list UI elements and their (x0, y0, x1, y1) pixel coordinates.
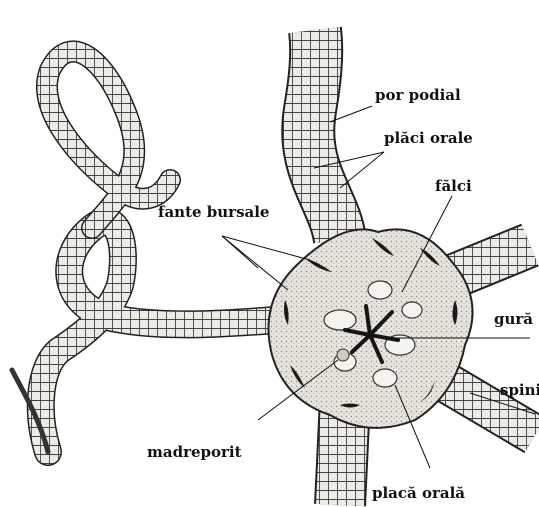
leader-fante-b (222, 236, 288, 290)
label-spini: spini (500, 383, 539, 398)
label-madreporit: madreporit (147, 445, 242, 460)
label-por-podial: por podial (375, 88, 461, 103)
madreporite (337, 349, 349, 361)
coiled-arm (12, 51, 300, 452)
label-placa-orala: placă orală (372, 486, 465, 501)
label-fante-bursale: fante bursale (158, 205, 269, 220)
label-gura: gură (494, 312, 533, 327)
upper-arm (308, 30, 340, 240)
label-falci: fălci (435, 179, 472, 194)
label-placi-orale: plăci orale (384, 131, 473, 146)
